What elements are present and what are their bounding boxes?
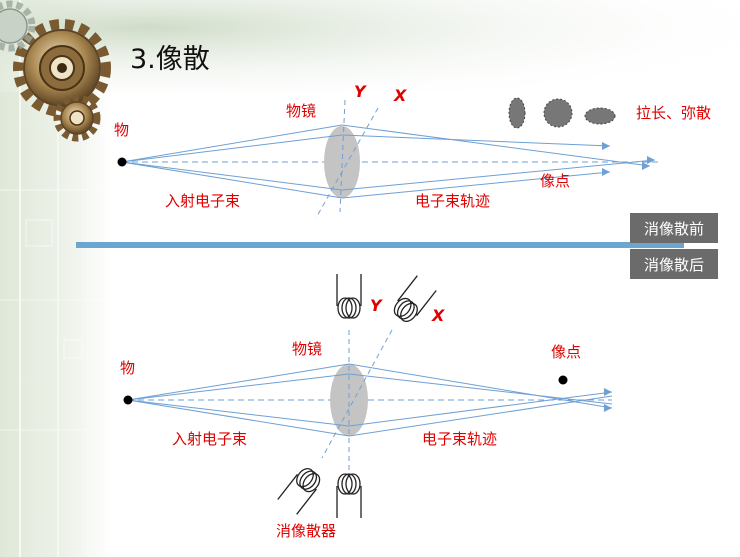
lens-x-axis [321,329,393,459]
ray-arrowheads [602,142,655,176]
electron-beam-rays [127,363,613,437]
bottom-incident-beam-label: 入射电子束 [172,430,248,448]
stigmator-label: 消像散器 [276,522,337,540]
object-point [123,395,133,405]
object-point [117,157,127,167]
lens-x-axis [315,107,379,219]
bottom-trajectory-label: 电子束轨迹 [422,430,498,448]
ray-arrowheads [604,388,612,412]
gear-icon-corner [0,0,36,52]
top-axis-x-label: X [394,86,407,105]
top-incident-beam-label: 入射电子束 [165,192,241,210]
image-point [558,375,568,385]
bottom-lens-label: 物镜 [292,340,323,358]
coil-icon-x-top [393,275,437,322]
spread-spots [508,97,616,129]
tag-before-stigmation: 消像散前 [630,213,718,243]
bottom-axis-x-label: X [432,306,445,325]
spread-label: 拉长、弥散 [636,104,712,122]
top-object-label: 物 [114,121,130,139]
top-image-point-label: 像点 [540,172,571,190]
lens-y-axis [339,99,346,213]
gear-icon-small [53,94,101,142]
top-trajectory-label: 电子束轨迹 [415,192,491,210]
coil-icon-y-top [336,274,362,319]
section-divider [76,242,684,248]
bottom-image-point-label: 像点 [551,343,582,361]
gear-icon-large [13,19,111,117]
top-lens-label: 物镜 [286,102,317,120]
page-title: 3.像散 [130,44,210,75]
bottom-diagram [123,274,613,518]
coil-icon-x-bottom [277,468,321,515]
top-axis-y-label: Y [354,82,366,101]
bottom-axis-y-label: Y [370,296,382,315]
objective-lens [330,364,368,436]
coil-icon-y-bottom [336,473,362,518]
tag-after-stigmation: 消像散后 [630,249,718,279]
electron-beam-rays [121,124,656,199]
objective-lens [324,126,360,198]
top-diagram [117,97,660,219]
bottom-object-label: 物 [120,359,136,377]
